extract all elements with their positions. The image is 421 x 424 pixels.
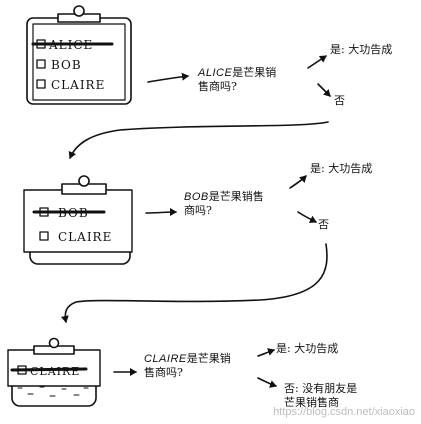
arrow-to-question-2: [145, 208, 177, 217]
clipboard-2: [23, 175, 133, 265]
question-3-name: CLAIRE: [144, 353, 187, 365]
question-1-line2: 售商吗?: [198, 80, 237, 93]
arrow-no-1: [317, 83, 331, 97]
question-1-line1: 是芒果销: [232, 66, 277, 79]
answer-yes-1: 是: 大功告成: [330, 43, 393, 56]
question-2-name: BOB: [184, 191, 209, 203]
arrow-yes-1: [307, 55, 327, 69]
question-2: BOB是芒果销售 商吗?: [184, 190, 264, 218]
answer-no-3: 否: 没有朋友是 芒果销售商: [284, 382, 357, 410]
watermark: https://blog.csdn.net/xiaoxiao: [273, 406, 415, 418]
arrow-yes-3: [257, 348, 275, 357]
question-1-name: ALICE: [198, 67, 233, 79]
clipboard-1-item-2: BOB: [51, 58, 82, 72]
arrow-to-question-1: [147, 72, 189, 83]
answer-no-3-line1: 否: 没有朋友是: [284, 382, 358, 395]
arrow-no-3: [257, 377, 277, 388]
clipboard-2-item-2: CLAIRE: [58, 230, 112, 244]
clipboard-1: [26, 5, 132, 105]
arrow-back-1: [68, 121, 329, 159]
answer-no-3-line2: 芒果销售商: [284, 396, 339, 409]
question-2-line2: 商吗?: [184, 204, 212, 217]
question-3: CLAIRE是芒果销 售商吗?: [144, 352, 231, 380]
arrow-back-2: [60, 243, 328, 323]
answer-yes-2: 是: 大功告成: [310, 162, 373, 175]
question-3-line1: 是芒果销: [186, 352, 231, 365]
question-2-line1: 是芒果销售: [208, 190, 264, 203]
arrow-no-2: [297, 211, 317, 223]
answer-no-1: 否: [334, 94, 345, 107]
clipboard-2-item-1: BOB: [58, 206, 89, 220]
clipboard-1-item-1: ALICE: [48, 38, 93, 52]
clipboard-1-item-3: CLAIRE: [51, 78, 105, 92]
answer-no-2: 否: [318, 218, 329, 231]
question-3-line2: 售商吗?: [144, 366, 183, 379]
question-1: ALICE是芒果销 售商吗?: [198, 66, 276, 94]
clipboard-3: [7, 337, 101, 407]
clipboard-3-item-1: CLAIRE: [30, 365, 80, 378]
arrow-yes-2: [289, 175, 307, 189]
answer-yes-3: 是: 大功告成: [276, 342, 339, 355]
